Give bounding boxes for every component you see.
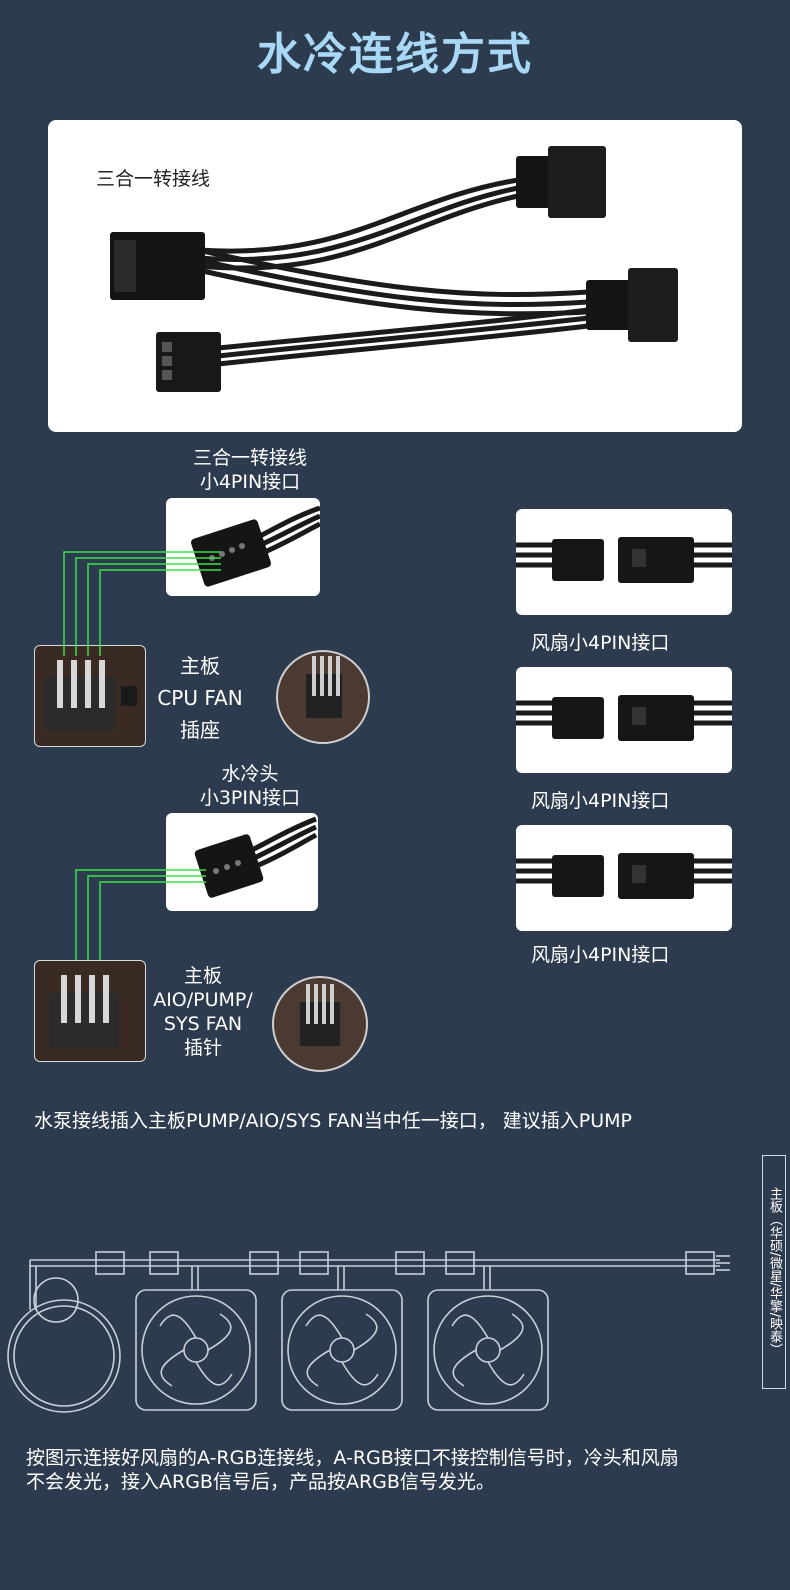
argb-note-line1: 按图示连接好风扇的A-RGB连接线，A-RGB接口不接控制信号时，冷头和风扇 — [26, 1447, 679, 1469]
connector-left-big — [110, 232, 205, 300]
cpu-header-label: 主板 CPU FAN 插座 — [150, 650, 250, 746]
pump-header-line3: SYS FAN — [163, 1013, 243, 1035]
connector-mid-right — [586, 268, 678, 342]
fan-connector-caption-1: 风扇小4PIN接口 — [531, 632, 670, 654]
argb-note-line2: 不会发光，接入ARGB信号后，产品按ARGB信号发光。 — [26, 1471, 495, 1493]
cpu-header-zoom-image — [276, 650, 370, 744]
adapter-4pin-image — [166, 498, 320, 596]
fan-2 — [281, 1289, 403, 1411]
connector-top-right — [516, 146, 606, 218]
pump-wiring-lines — [75, 869, 206, 974]
adapter-4pin-line2: 小4PIN接口 — [199, 471, 301, 493]
fan-3 — [427, 1289, 549, 1411]
pump-note: 水泵接线插入主板PUMP/AIO/SYS FAN当中任一接口， 建议插入PUMP — [34, 1110, 632, 1132]
hero-cable-image: 三合一转接线 — [48, 120, 742, 432]
pump-header-image — [34, 960, 146, 1062]
pump-3pin-image — [166, 813, 318, 911]
cpu-wiring-lines — [63, 551, 221, 656]
fan-connector-image-1 — [516, 509, 732, 615]
pump-header-line4: 插针 — [183, 1037, 222, 1059]
cpu-fan-header-image — [34, 645, 146, 747]
pump-header-label: 主板 AIO/PUMP/ SYS FAN 插针 — [146, 964, 260, 1060]
argb-wiring-diagram — [7, 1251, 730, 1413]
fan-1 — [135, 1289, 257, 1411]
adapter-4pin-line1: 三合一转接线 — [192, 447, 307, 469]
pump-3pin-label: 水冷头 小3PIN接口 — [170, 762, 330, 810]
pump-header-line1: 主板 — [183, 965, 222, 987]
argb-note: 按图示连接好风扇的A-RGB连接线，A-RGB接口不接控制信号时，冷头和风扇 不… — [26, 1446, 679, 1494]
fan-connector-image-2 — [516, 667, 732, 773]
splitter-cable-illustration — [110, 146, 678, 392]
adapter-4pin-label: 三合一转接线 小4PIN接口 — [170, 446, 330, 494]
pump-3pin-line1: 水冷头 — [221, 763, 279, 785]
fan-connector-image-3 — [516, 825, 732, 931]
fan-connector-caption-2: 风扇小4PIN接口 — [531, 790, 670, 812]
cpu-header-line2: CPU FAN — [157, 686, 243, 710]
motherboard-vertical-label: 主板（华硕/微星/华擎/映泰） — [762, 1155, 786, 1389]
connector-left-small — [156, 332, 221, 392]
pump-3pin-line2: 小3PIN接口 — [199, 787, 301, 809]
page-title: 水冷连线方式 — [257, 29, 533, 80]
pump-header-line2: AIO/PUMP/ — [153, 989, 253, 1011]
cpu-header-line1: 主板 — [180, 654, 220, 678]
fan-connector-caption-3: 风扇小4PIN接口 — [531, 944, 670, 966]
cpu-header-line3: 插座 — [180, 718, 220, 742]
hero-label: 三合一转接线 — [96, 168, 211, 190]
pump-header-zoom-image — [272, 976, 368, 1072]
